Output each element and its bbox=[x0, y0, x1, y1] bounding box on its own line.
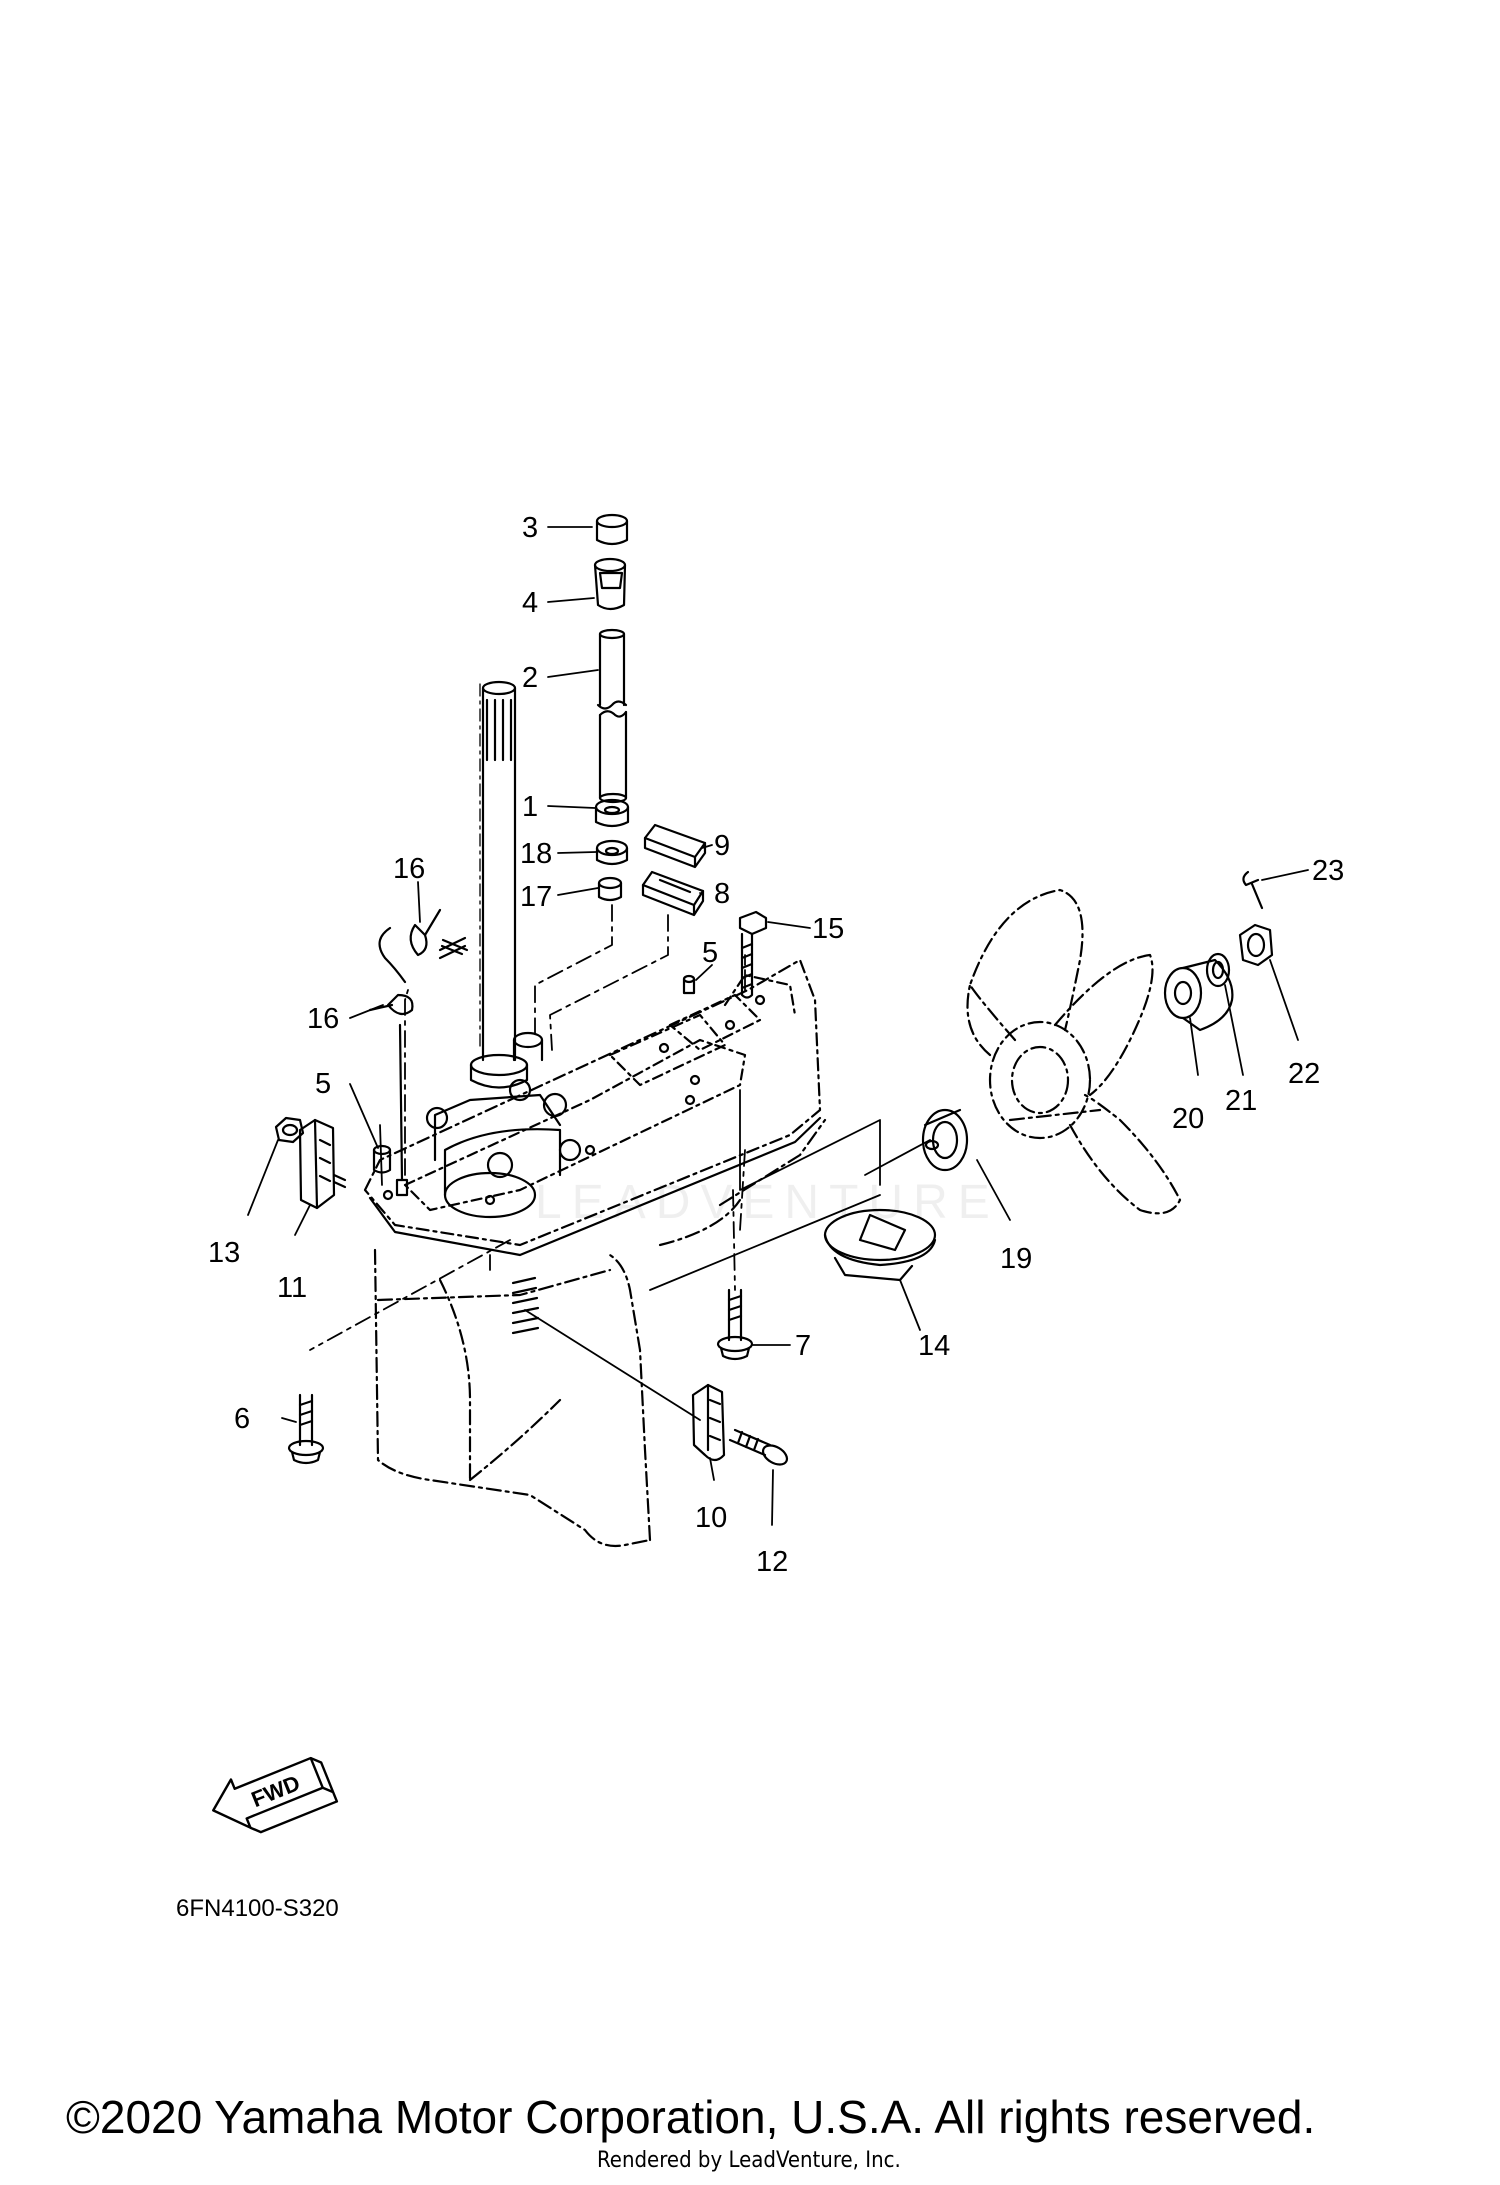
part-13-nut-illustration bbox=[274, 1116, 305, 1144]
watermark: LEADVENTURE bbox=[535, 1176, 1000, 1229]
part-number-6: 6 bbox=[234, 1403, 250, 1435]
part-7-bolt-illustration bbox=[716, 1288, 754, 1361]
lower-casing-illustration bbox=[363, 958, 827, 1548]
part-number-18: 18 bbox=[520, 838, 552, 870]
part-number-14: 14 bbox=[918, 1330, 950, 1362]
part-number-5a: 5 bbox=[702, 937, 718, 969]
part-number-3: 3 bbox=[522, 512, 538, 544]
leader-lines bbox=[247, 526, 1309, 1526]
part-number-1: 1 bbox=[522, 791, 538, 823]
part-number-22: 22 bbox=[1288, 1058, 1320, 1090]
part-number-7: 7 bbox=[795, 1330, 811, 1362]
copyright-notice: ©2020 Yamaha Motor Corporation, U.S.A. A… bbox=[66, 2091, 1316, 2143]
part-1-seal-illustration bbox=[594, 798, 630, 828]
part-number-8: 8 bbox=[714, 878, 730, 910]
part-14-trim-tab-illustration bbox=[823, 1208, 937, 1282]
part-number-9: 9 bbox=[714, 830, 730, 862]
part-number-10: 10 bbox=[695, 1502, 727, 1534]
part-number-5b: 5 bbox=[315, 1068, 331, 1100]
part-number-12: 12 bbox=[756, 1546, 788, 1578]
part-11-anode-illustration bbox=[298, 1118, 347, 1210]
diagram-code: 6FN4100-S320 bbox=[176, 1895, 339, 1922]
part-23-pin-illustration bbox=[1242, 870, 1264, 910]
fwd-arrow-icon: FWD bbox=[212, 1756, 339, 1834]
part-number-16a: 16 bbox=[393, 853, 425, 885]
part-22-nut-illustration bbox=[1238, 923, 1274, 967]
part-6-bolt-illustration bbox=[287, 1393, 325, 1465]
part-15-bolt-illustration bbox=[738, 910, 768, 999]
part-number-23: 23 bbox=[1312, 855, 1344, 887]
part-21-washer-illustration bbox=[1205, 952, 1231, 988]
part-19-washer-illustration bbox=[921, 1108, 969, 1172]
drive-shaft-illustration bbox=[469, 680, 544, 1089]
part-17-illustration bbox=[597, 876, 623, 902]
rendered-by-notice: Rendered by LeadVenture, Inc. bbox=[597, 2148, 901, 2173]
part-12-bolt-illustration bbox=[728, 1428, 789, 1466]
part-10-anode-illustration bbox=[691, 1383, 726, 1462]
part-9-pad-illustration bbox=[643, 823, 707, 869]
part-number-11: 11 bbox=[277, 1272, 307, 1304]
part-3-grommet-illustration bbox=[595, 513, 629, 546]
part-number-labels: 3 4 2 1 18 17 9 8 15 5 16 16 5 13 11 6 7… bbox=[208, 512, 1344, 1578]
part-number-17: 17 bbox=[520, 881, 552, 913]
part-number-4: 4 bbox=[522, 587, 538, 619]
part-number-15: 15 bbox=[812, 913, 844, 945]
part-8-pad-illustration bbox=[641, 870, 705, 917]
propeller-illustration bbox=[966, 888, 1182, 1215]
part-5-pin-illustration bbox=[372, 974, 696, 1174]
part-number-2: 2 bbox=[522, 662, 538, 694]
part-18-illustration bbox=[595, 839, 629, 866]
part-number-19: 19 bbox=[1000, 1243, 1032, 1275]
part-number-20: 20 bbox=[1172, 1103, 1204, 1135]
part-number-21: 21 bbox=[1225, 1085, 1257, 1117]
part-4-joint-illustration bbox=[593, 557, 627, 611]
part-16-clip-illustration bbox=[368, 908, 469, 1197]
part-2-tube-illustration bbox=[596, 628, 628, 804]
assembly-lines bbox=[309, 904, 931, 1421]
part-number-16b: 16 bbox=[307, 1003, 339, 1035]
part-number-13: 13 bbox=[208, 1237, 240, 1269]
